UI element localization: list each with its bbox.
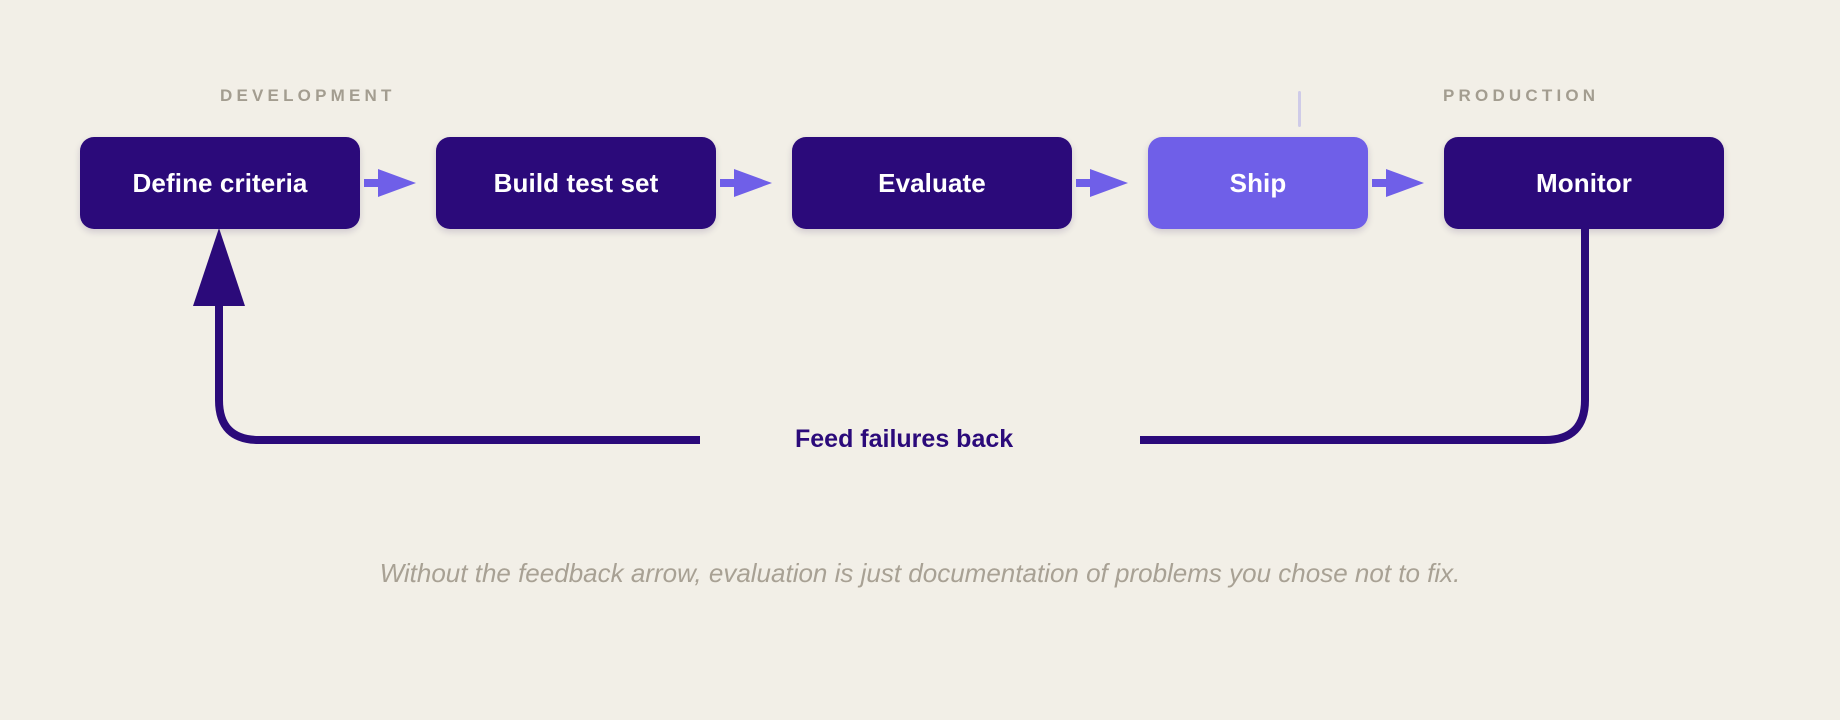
flow-arrow-right-icon <box>1372 165 1432 201</box>
feedback-loop-label: Feed failures back <box>795 425 1014 453</box>
flow-node-label: Ship <box>1229 167 1287 198</box>
flow-node-label: Monitor <box>1535 167 1632 198</box>
flow-node-label: Evaluate <box>878 167 986 198</box>
flow-node-define-criteria[interactable]: Define criteria <box>80 137 360 229</box>
flow-arrow-right-icon <box>1076 165 1136 201</box>
stage-label-development: DEVELOPMENT <box>220 86 396 105</box>
flow-arrow-right-icon <box>364 165 424 201</box>
flow-node-build-test-set[interactable]: Build test set <box>436 137 716 229</box>
flow-node-monitor[interactable]: Monitor <box>1444 137 1724 229</box>
flow-node-evaluate[interactable]: Evaluate <box>792 137 1072 229</box>
flow-node-ship[interactable]: Ship <box>1148 137 1368 229</box>
diagram-caption: Without the feedback arrow, evaluation i… <box>379 558 1461 588</box>
flow-node-label: Build test set <box>493 167 659 198</box>
flow-arrow-right-icon <box>720 165 780 201</box>
flow-node-label: Define criteria <box>132 167 308 198</box>
stage-divider <box>1298 91 1301 127</box>
stage-label-production: PRODUCTION <box>1443 86 1600 105</box>
